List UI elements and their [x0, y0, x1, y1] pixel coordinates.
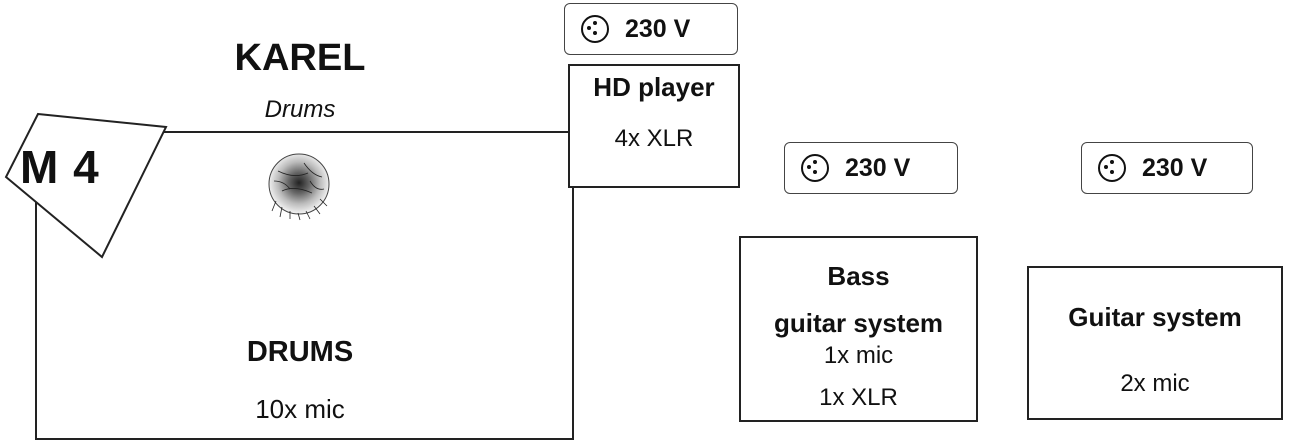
- monitor-label: M 4: [20, 141, 100, 193]
- power-outlet-label: 230 V: [625, 14, 691, 43]
- hd-player-box: HD player 4x XLR: [568, 64, 740, 188]
- guitar-title: Guitar system: [1068, 302, 1242, 332]
- musician-name: KAREL: [234, 37, 366, 79]
- musician-role: Drums: [264, 96, 336, 123]
- socket-icon: [801, 154, 829, 182]
- hd-player-inputs: 4x XLR: [614, 125, 694, 152]
- drum-cymbal-icon: [264, 151, 334, 221]
- bass-inputs-line2: 1x XLR: [819, 384, 898, 411]
- socket-icon: [581, 15, 609, 43]
- guitar-inputs: 2x mic: [1120, 370, 1190, 397]
- drums-inputs: 10x mic: [255, 394, 345, 424]
- bass-title-line2: guitar system: [773, 308, 944, 338]
- socket-icon: [1098, 154, 1126, 182]
- bass-system-box: Bass guitar system 1x mic 1x XLR: [739, 236, 978, 422]
- guitar-system-box: Guitar system 2x mic: [1027, 266, 1283, 420]
- drums-title: DRUMS: [246, 336, 354, 368]
- bass-title-line1: Bass: [827, 261, 890, 291]
- hd-player-title: HD player: [593, 72, 715, 102]
- power-outlet-bass: 230 V: [784, 142, 958, 194]
- monitor-wedge-icon: [2, 112, 172, 260]
- power-outlet-guitar: 230 V: [1081, 142, 1253, 194]
- power-outlet-hd: 230 V: [564, 3, 738, 55]
- power-outlet-label: 230 V: [1142, 153, 1208, 182]
- bass-inputs-line1: 1x mic: [823, 342, 894, 369]
- power-outlet-label: 230 V: [845, 153, 911, 182]
